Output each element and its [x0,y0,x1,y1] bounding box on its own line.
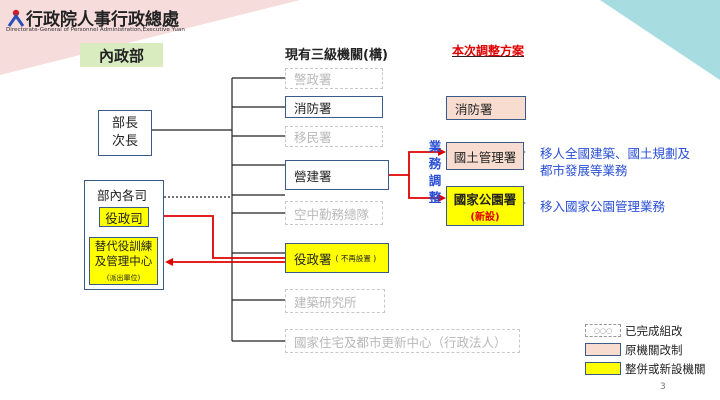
agency-fire: 消防署 [285,96,383,118]
legend-peach-swatch [585,343,621,356]
legend-dashed-swatch: ○○○ [585,324,621,337]
agency-construction: 營建署 [285,160,389,190]
legend-done-label: 已完成組改 [625,324,683,338]
agency-police: 警政署 [285,68,383,89]
note-park: 移入國家公園管理業務 [540,199,666,214]
page-number: 3 [660,382,666,392]
agency-immigration: 移民署 [285,126,383,147]
agency-civil-service: 役政署( 不再設置 ) [285,243,389,273]
alt-service-center: 替代役訓練及管理中心(派出單位) [89,237,158,285]
logo-icon [6,8,26,28]
header-pink-triangle [0,0,300,75]
vice-minister-label: 次長 [111,134,138,149]
header-teal-triangle [600,0,720,80]
internal-title: 部內各司 [97,188,148,203]
minister-label: 部長 [111,116,138,131]
org-name: 行政院人事行政總處 [26,10,179,30]
agency-housing-center: 國家住宅及都市更新中心（行政法人） [285,329,520,353]
plan-land-management: 國土管理署 [446,142,524,170]
legend-merged-label: 整併或新設機關 [625,362,706,376]
ministry-label: 內政部 [80,43,163,67]
col-current-header: 現有三級機關(構) [285,48,388,63]
business-adjust-label: 業務調整 [428,139,442,205]
leaders-box: 部長 次長 [98,110,152,156]
civil-service-dept: 役政司 [99,207,149,227]
header-decoration [0,0,720,80]
internal-departments-box: 部內各司 役政司 替代役訓練及管理中心(派出單位) [84,180,164,290]
org-name-en: Directorate-General of Personnel Adminis… [6,27,185,33]
legend-yellow-swatch [585,362,621,375]
agency-building-research: 建築研究所 [285,289,385,313]
legend-converted-label: 原機關改制 [625,343,683,357]
plan-fire: 消防署 [446,96,526,120]
note-land: 移人全國建築、國土規劃及都市發展等業務 [540,146,691,178]
col-plan-header: 本次調整方案 [452,44,525,58]
plan-national-park: 國家公園署 (新設) [446,186,524,226]
agency-air-service: 空中勤務總隊 [285,201,383,225]
